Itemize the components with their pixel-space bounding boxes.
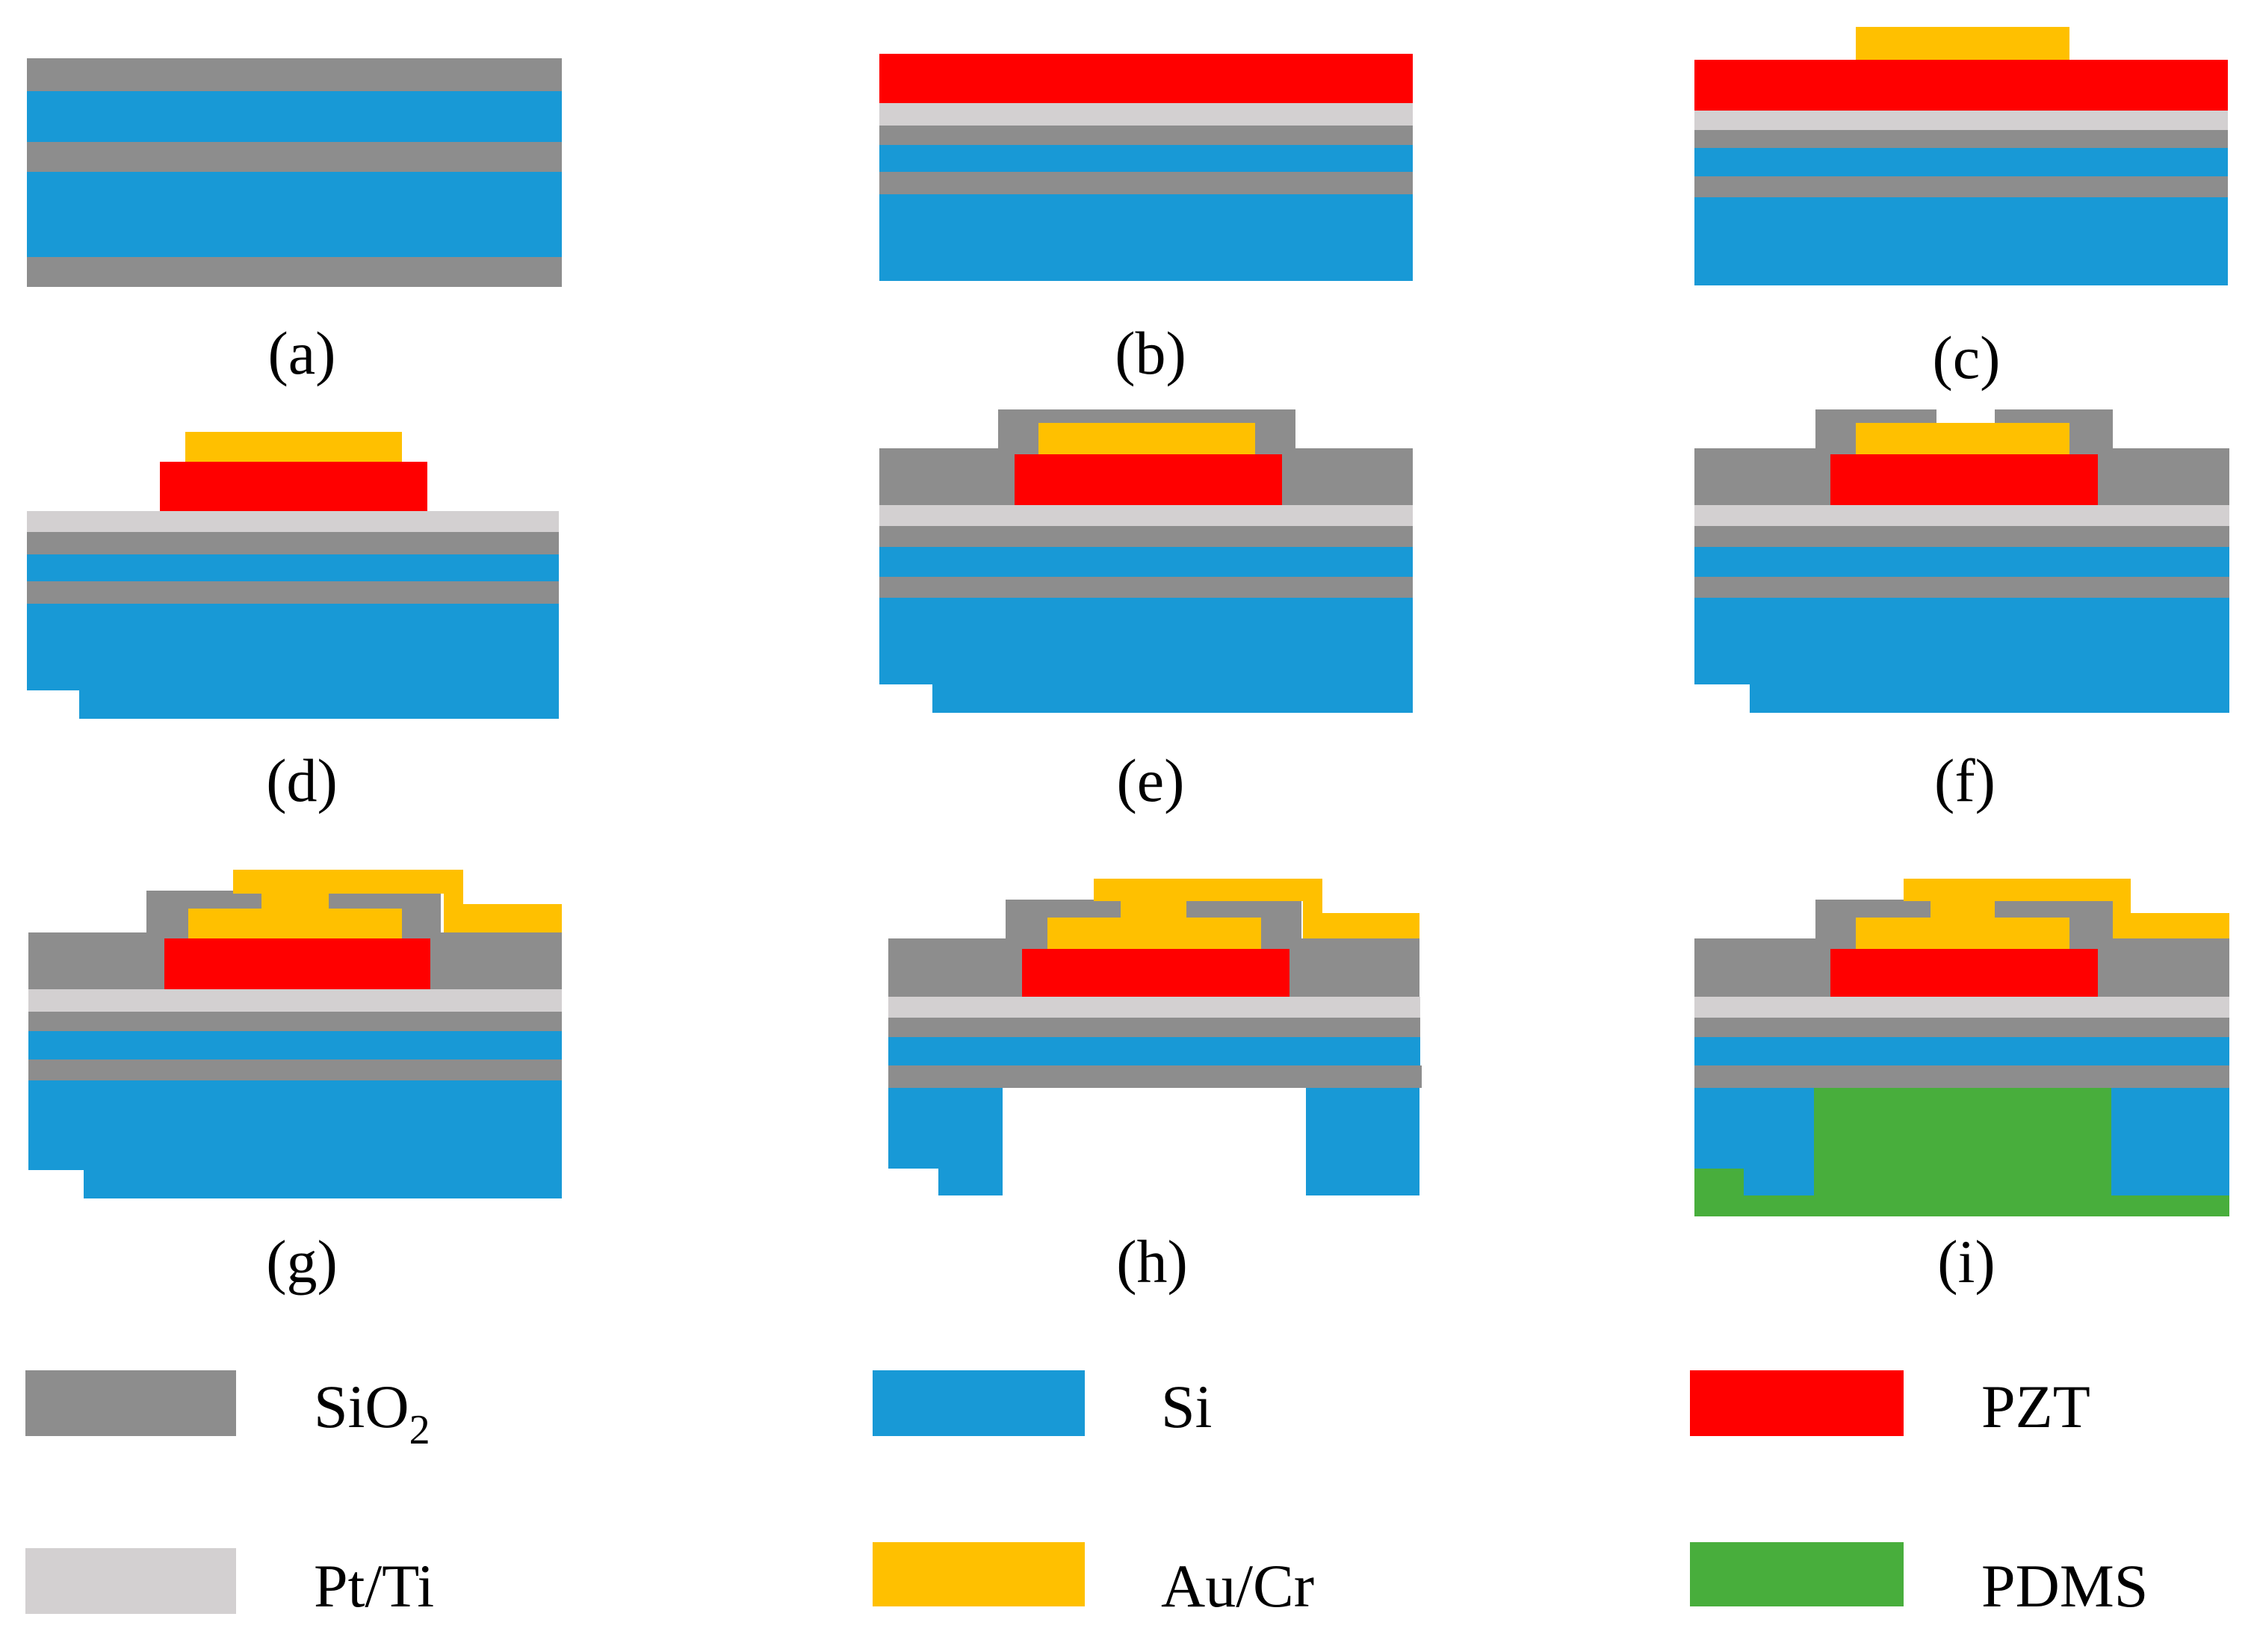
step-b-cross-section — [879, 54, 1413, 281]
step-label-e: (e) — [1116, 746, 1184, 814]
legend-label-pzt: PZT — [1981, 1373, 2090, 1441]
step-a-cross-section — [27, 58, 562, 287]
legend-label-si: Si — [1161, 1373, 1212, 1441]
legend-swatch-pzt — [1690, 1370, 1904, 1436]
step-label-b: (b) — [1115, 319, 1186, 387]
legend-swatch-ptti — [25, 1548, 236, 1614]
step-label-d: (d) — [266, 746, 338, 814]
step-c-cross-section — [1694, 27, 2228, 285]
step-e-cross-section — [879, 409, 1413, 713]
step-h-cross-section — [888, 879, 1422, 1195]
step-label-i: (i) — [1937, 1228, 1995, 1296]
legend-label-sio2: SiO2 — [314, 1373, 430, 1453]
step-f-cross-section — [1694, 409, 2229, 713]
step-d-cross-section — [27, 432, 559, 719]
step-i-cross-section — [1694, 879, 2229, 1216]
legend-label-aucr: Au/Cr — [1161, 1552, 1314, 1620]
legend-label-pdms: PDMS — [1981, 1552, 2148, 1620]
legend-swatch-aucr — [873, 1542, 1085, 1606]
step-label-a: (a) — [267, 319, 335, 387]
legend-swatch-pdms — [1690, 1542, 1904, 1606]
legend-label-ptti: Pt/Ti — [314, 1552, 434, 1620]
legend-swatch-si — [873, 1370, 1085, 1436]
step-label-c: (c) — [1932, 324, 2000, 392]
legend: SiO2 Si PZT Pt/Ti Au/Cr PDMS — [25, 1370, 2148, 1620]
step-label-h: (h) — [1116, 1228, 1188, 1296]
step-label-g: (g) — [266, 1228, 338, 1296]
step-label-f: (f) — [1934, 746, 1996, 814]
legend-swatch-sio2 — [25, 1370, 236, 1436]
step-g-cross-section — [28, 870, 562, 1198]
